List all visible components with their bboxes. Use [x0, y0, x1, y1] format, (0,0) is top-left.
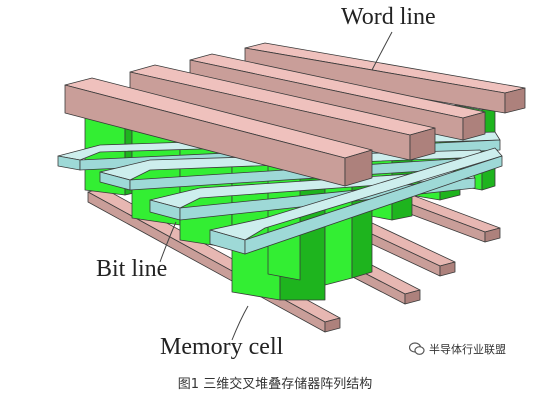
bit-line — [209, 147, 503, 255]
bit-line-leader — [159, 221, 177, 263]
word-lines — [64, 42, 526, 187]
word-line-label: Word line — [341, 4, 436, 30]
memory-cell-label: Memory cell — [160, 334, 284, 360]
word-line — [129, 64, 436, 161]
watermark-text: 半导体行业联盟 — [429, 343, 506, 356]
watermark: 半导体行业联盟 — [409, 341, 506, 357]
word-line-leader — [371, 31, 393, 71]
word-line — [64, 77, 373, 187]
leader-lines — [159, 31, 393, 341]
memory-cell-leader — [231, 305, 249, 341]
bit-line-label: Bit line — [96, 256, 168, 282]
wechat-logo-icon — [409, 342, 425, 355]
figure-caption: 图1 三维交叉堆叠存储器阵列结构 — [177, 377, 373, 392]
